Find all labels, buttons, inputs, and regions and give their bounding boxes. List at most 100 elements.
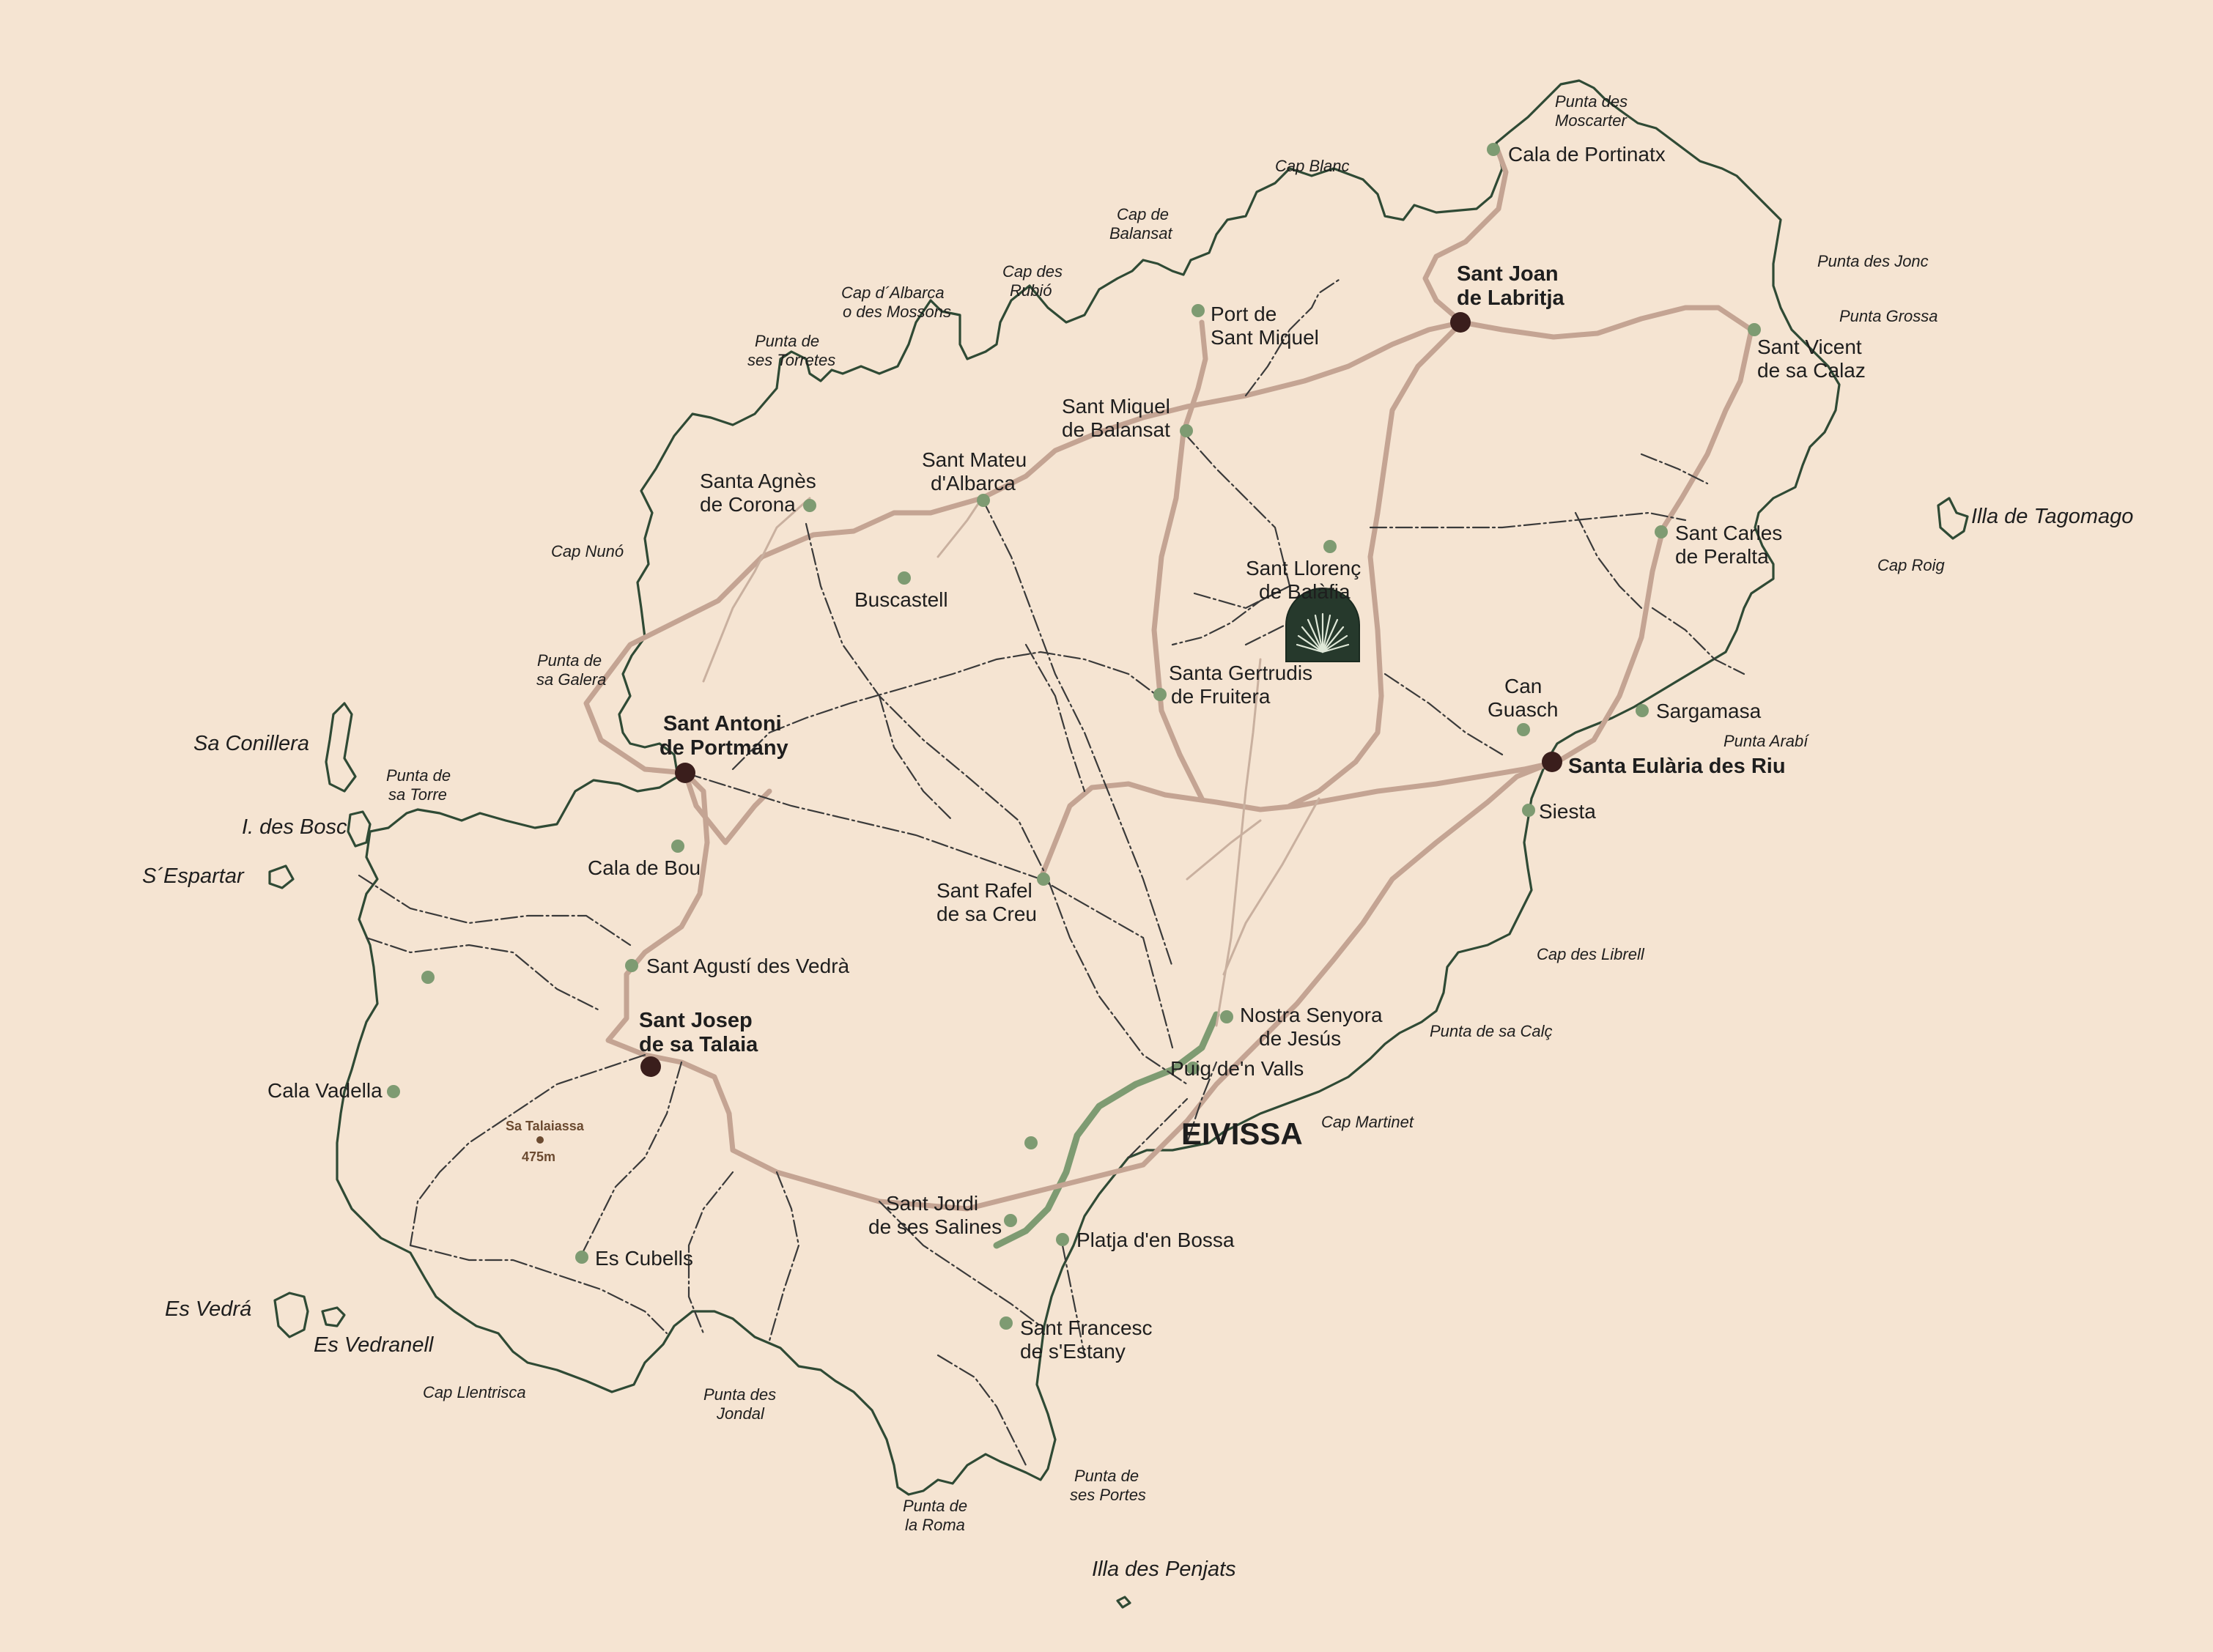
dot-nostra-senyora (1220, 1010, 1233, 1023)
cape-jondal-1: Punta des (703, 1385, 776, 1404)
dot-siesta (1522, 804, 1535, 817)
major-town-labels: Sant Antoni de Portmany Sant Joan de Lab… (639, 262, 1786, 1056)
town-cala-vadella: Cala Vadella (267, 1079, 383, 1102)
dot-santa-gertrudis (1153, 688, 1167, 701)
town-cala-de-bou: Cala de Bou (588, 856, 701, 879)
town-santa-agnes-2: de Corona (700, 493, 796, 516)
brand-logo (1285, 588, 1360, 662)
town-nostra-senyora-1: Nostra Senyora (1240, 1004, 1383, 1026)
cape-torre-2: sa Torre (388, 785, 447, 804)
town-sant-rafel-1: Sant Rafel (936, 879, 1032, 902)
town-sant-rafel-2: de sa Creu (936, 903, 1037, 925)
town-labels: Cala de Portinatx Port de Sant Miquel Sa… (267, 143, 1866, 1363)
dot-buscastell (898, 571, 911, 585)
dot-sant-jordi (1004, 1214, 1017, 1227)
label-sa-conillera: Sa Conillera (193, 732, 309, 755)
cape-sa-calc: Punta de sa Calç (1430, 1022, 1553, 1040)
town-sant-jordi-2: de ses Salines (868, 1215, 1002, 1238)
major-sant-josep-2: de sa Talaia (639, 1033, 758, 1056)
peak-sa-talaiassa: Sa Talaiassa 475m (506, 1119, 585, 1164)
town-markers (387, 143, 1761, 1330)
dot-cala-vadella (387, 1085, 400, 1098)
dot-sant-rafel (1037, 873, 1050, 886)
dot-santa-agnes (803, 499, 816, 512)
islet-tagomago (1937, 497, 1969, 540)
label-es-vedranell: Es Vedranell (314, 1333, 435, 1357)
trails (358, 277, 1745, 1467)
town-santa-gertrudis-2: de Fruitera (1171, 685, 1271, 708)
dot-sant-antoni (675, 763, 695, 783)
major-sant-antoni-2: de Portmany (660, 736, 788, 760)
islet-penjats (1116, 1596, 1131, 1609)
town-sant-mateu-1: Sant Mateu (922, 448, 1027, 471)
cape-martinet: Cap Martinet (1321, 1113, 1414, 1131)
salt-flats (993, 1011, 1220, 1249)
cape-torretes-2: ses Torretes (747, 351, 835, 369)
cape-torretes-1: Punta de (755, 332, 819, 350)
dot-port-de-sant-miquel (1192, 304, 1205, 317)
cape-rubio-1: Cap des (1002, 262, 1063, 281)
major-santa-eularia: Santa Eulària des Riu (1568, 755, 1786, 778)
town-santa-agnes-1: Santa Agnès (700, 470, 816, 492)
palm-leaf-icon (1296, 612, 1350, 653)
town-sant-carles-2: de Peralta (1675, 545, 1769, 568)
town-portinatx: Cala de Portinatx (1508, 143, 1666, 166)
islet-s-espartar (268, 864, 295, 889)
major-sant-josep-1: Sant Josep (639, 1009, 753, 1032)
cape-roma-1: Punta de (903, 1497, 967, 1515)
town-sant-agusti: Sant Agustí des Vedrà (646, 955, 850, 977)
major-sant-antoni-1: Sant Antoni (663, 712, 782, 736)
town-siesta: Siesta (1539, 800, 1596, 823)
major-sant-joan-1: Sant Joan (1457, 262, 1559, 286)
label-penjats: Illa des Penjats (1092, 1557, 1236, 1581)
cape-portes-2: ses Portes (1070, 1486, 1146, 1504)
island-coastline (336, 79, 1841, 1496)
town-sant-mateu-2: d'Albarca (931, 472, 1016, 495)
cape-portes-1: Punta de (1074, 1467, 1139, 1485)
town-puig-den-valls: Puig de'n Valls (1170, 1057, 1304, 1080)
islet-des-bosc (347, 810, 372, 848)
islet-sa-conillera (325, 702, 357, 793)
cape-roig: Cap Roig (1877, 556, 1945, 574)
cape-jondal-2: Jondal (716, 1404, 765, 1423)
cape-llentrisca: Cap Llentrisca (423, 1383, 526, 1401)
dot-sant-carles (1655, 525, 1668, 538)
cape-arabi: Punta Arabí (1724, 732, 1809, 750)
cape-albarca-1: Cap d´Albarca (841, 284, 945, 302)
dot-sant-francesc (1000, 1316, 1013, 1330)
label-des-bosc: I. des Bosc (242, 815, 347, 839)
label-es-vedra: Es Vedrá (165, 1297, 251, 1321)
town-es-cubells: Es Cubells (595, 1247, 693, 1270)
town-sant-llorenc-1: Sant Llorenç (1246, 557, 1361, 579)
town-can-guasch-2: Guasch (1488, 698, 1559, 721)
cape-moscarter-2: Moscarter (1555, 111, 1628, 130)
dot-can-guasch (1517, 723, 1530, 736)
dot-sant-llorenc (1323, 540, 1337, 553)
town-sant-miquel-2: de Balansat (1062, 418, 1170, 441)
cape-torre-1: Punta de (386, 766, 451, 785)
dot-sant-agusti (625, 959, 638, 972)
islet-es-vedranell (321, 1306, 346, 1327)
town-can-guasch-1: Can (1504, 675, 1542, 697)
cape-rubio-2: Rubió (1010, 281, 1052, 300)
dot-es-cubells (575, 1251, 588, 1264)
town-sant-francesc-1: Sant Francesc (1020, 1316, 1153, 1339)
cape-librell: Cap des Librell (1537, 945, 1645, 963)
town-sant-francesc-2: de s'Estany (1020, 1340, 1126, 1363)
town-sant-vicent-2: de sa Calaz (1757, 359, 1866, 382)
islet-labels: Illa de Tagomago Sa Conillera I. des Bos… (142, 505, 2133, 1581)
major-town-markers (640, 312, 1562, 1077)
town-sant-jordi-1: Sant Jordi (886, 1192, 978, 1215)
dot-sant-joan (1450, 312, 1471, 333)
town-sant-carles-1: Sant Carles (1675, 522, 1782, 544)
dot-sargamasa (1636, 704, 1649, 717)
town-sant-miquel-1: Sant Miquel (1062, 395, 1170, 418)
dot-sant-mateu (977, 494, 990, 507)
cape-moscarter-1: Punta des (1555, 92, 1628, 111)
label-tagomago: Illa de Tagomago (1971, 505, 2133, 528)
town-sant-vicent-1: Sant Vicent (1757, 336, 1862, 358)
major-sant-joan-2: de Labritja (1457, 286, 1565, 310)
town-buscastell: Buscastell (854, 588, 948, 611)
dot-santa-eularia (1542, 752, 1562, 772)
